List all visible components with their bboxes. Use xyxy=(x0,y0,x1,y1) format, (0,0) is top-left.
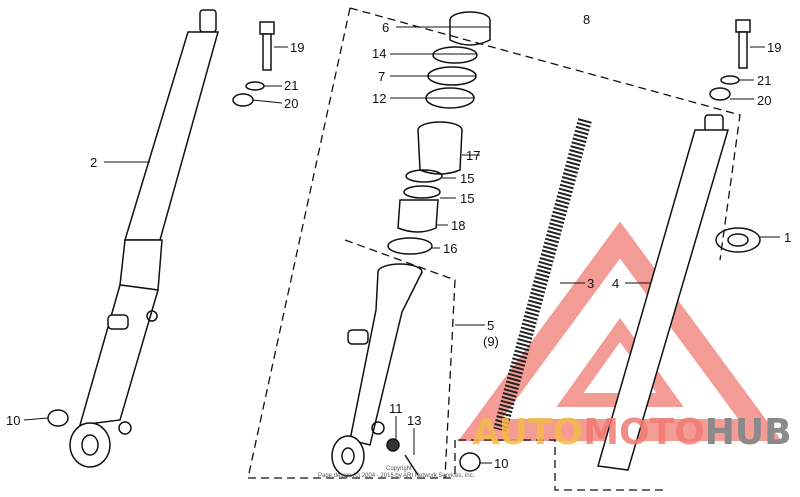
label-5: 5 xyxy=(487,318,494,333)
label-15: 15 xyxy=(460,191,474,206)
label-9: (9) xyxy=(483,334,499,349)
label-13: 13 xyxy=(407,413,421,428)
label-16: 16 xyxy=(443,241,457,256)
washer-10-left xyxy=(47,409,69,427)
bolt-19-left xyxy=(232,21,275,107)
watermark-auto: AUTO xyxy=(472,412,583,453)
label-1: 1 xyxy=(784,230,791,245)
label-11: 11 xyxy=(389,401,403,416)
watermark-hub: HUB xyxy=(705,412,792,453)
watermark-moto: MOTO xyxy=(583,412,705,453)
label-12: 12 xyxy=(372,91,386,106)
bearing-stack xyxy=(387,11,491,255)
label-10: 10 xyxy=(494,456,508,471)
washer-10-right xyxy=(459,452,481,472)
label-20: 20 xyxy=(284,96,298,111)
label-18: 18 xyxy=(451,218,465,233)
label-17: 17 xyxy=(466,148,480,163)
fork-slider xyxy=(331,263,423,477)
fork-tube-right xyxy=(597,114,761,471)
label-20: 20 xyxy=(757,93,771,108)
leader-lines xyxy=(23,26,780,464)
label-19: 19 xyxy=(767,40,781,55)
label-15: 15 xyxy=(460,171,474,186)
label-14: 14 xyxy=(372,46,386,61)
label-7: 7 xyxy=(378,69,385,84)
label-19: 19 xyxy=(290,40,304,55)
callout-labels: 19 21 20 2 10 6 14 7 12 8 17 15 15 18 16… xyxy=(6,12,791,471)
assembly-outline xyxy=(247,7,741,491)
label-6: 6 xyxy=(382,20,389,35)
copyright-line-2: Page design (c) 2004 - 2016 by ARI Netwo… xyxy=(318,473,475,479)
fork-spring xyxy=(493,118,592,432)
label-21: 21 xyxy=(757,73,771,88)
fork-tube-left xyxy=(69,9,219,468)
label-2: 2 xyxy=(90,155,97,170)
label-21: 21 xyxy=(284,78,298,93)
label-3: 3 xyxy=(587,276,594,291)
label-4: 4 xyxy=(612,276,619,291)
watermark-text: AUTOMOTOHUB xyxy=(472,412,792,453)
label-10: 10 xyxy=(6,413,20,428)
bolt-19-right xyxy=(709,19,751,101)
label-8: 8 xyxy=(583,12,590,27)
copyright-line-1: Copyright xyxy=(386,466,412,472)
